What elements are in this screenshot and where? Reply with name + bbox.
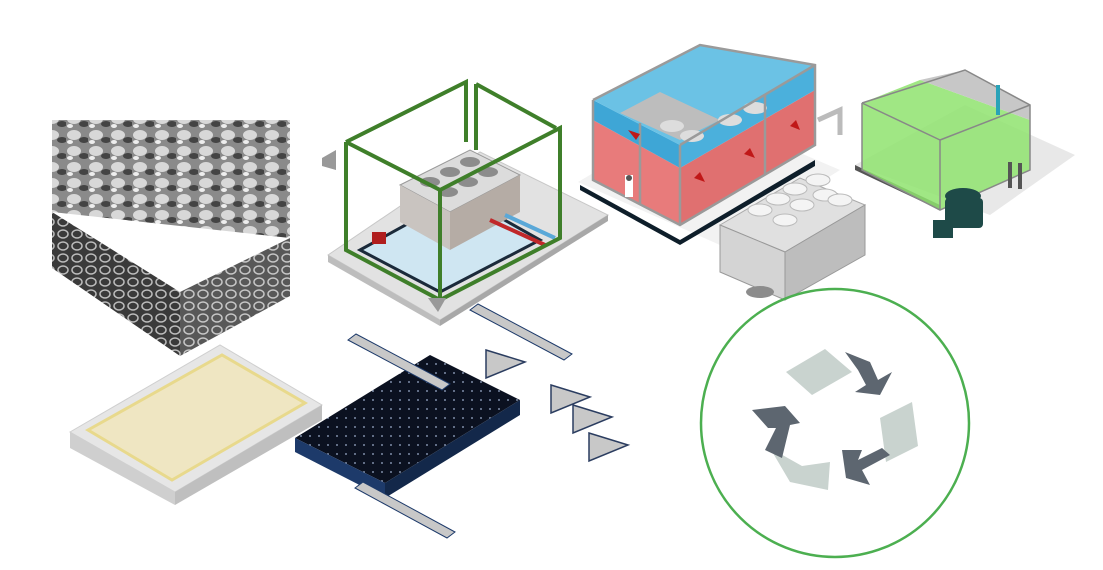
filter-panel-icon	[68, 344, 323, 505]
metal-foam-icon	[52, 120, 290, 356]
chiller-cage-icon	[322, 78, 610, 326]
perforated-plate-icon	[295, 303, 631, 539]
recycle-icon	[699, 287, 971, 559]
building-airflow-icon	[578, 43, 843, 245]
plant-room-icon	[855, 69, 1075, 238]
fan-chiller-icon	[718, 173, 867, 301]
